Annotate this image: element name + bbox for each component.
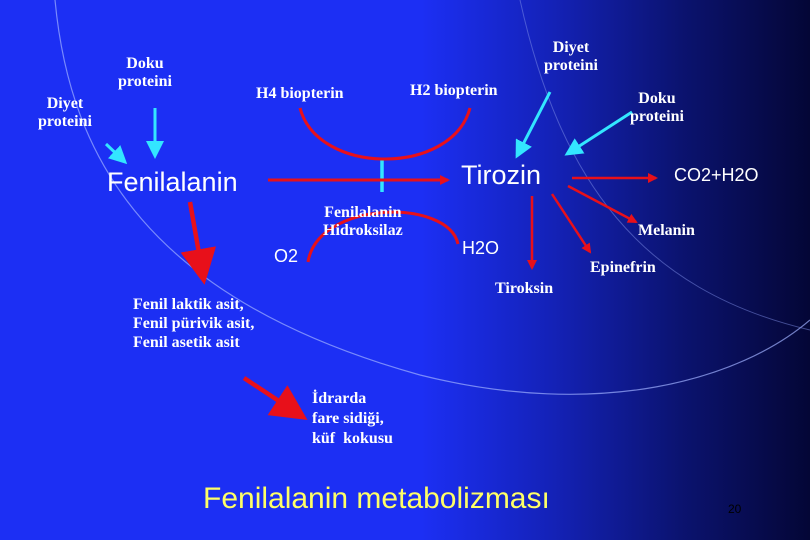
arrow-diyet-top-to-tirozin bbox=[515, 91, 552, 159]
arc-h4-to-h2-biopterin bbox=[298, 107, 472, 161]
arrow-acids-to-urine bbox=[242, 376, 308, 420]
doku-proteini-left-label: Doku proteini bbox=[118, 55, 172, 91]
diyet-proteini-left-label: Diyet proteini bbox=[38, 95, 92, 131]
tirozin-label: Tirozin bbox=[461, 160, 542, 190]
h2o-label: H2O bbox=[462, 238, 500, 258]
arrow-fenilalanin-to-acids bbox=[180, 201, 217, 285]
o2-label: O2 bbox=[274, 246, 299, 266]
arc-o2-to-h2o bbox=[306, 210, 460, 263]
h4-biopterin-label: H4 biopterin bbox=[256, 85, 344, 102]
decorative-curve-right bbox=[519, 0, 810, 331]
slide-title: Fenilalanin metabolizması bbox=[203, 482, 550, 515]
urine-findings-label: İdrarda fare sidiği, küf kokusu bbox=[312, 390, 393, 447]
arrow-tirozin-to-epinefrin bbox=[550, 193, 592, 254]
arrow-tirozin-to-melanin bbox=[567, 184, 638, 224]
diyet-proteini-top-label: Diyet proteini bbox=[544, 39, 598, 75]
fenilalanin-label: Fenilalanin bbox=[107, 167, 238, 197]
acids-label: Fenil laktik asit, Fenil pürivik asit, F… bbox=[133, 296, 255, 352]
melanin-label: Melanin bbox=[638, 222, 695, 239]
tiroksin-label: Tiroksin bbox=[495, 280, 554, 297]
page-number: 20 bbox=[728, 502, 742, 516]
co2-h2o-label: CO2+H2O bbox=[674, 165, 759, 185]
epinefrin-label: Epinefrin bbox=[590, 259, 656, 276]
doku-proteini-right-label: Doku proteini bbox=[630, 90, 684, 126]
decorative-curve-left bbox=[54, 0, 810, 395]
arrow-doku-right-to-tirozin bbox=[564, 110, 633, 156]
h2-biopterin-label: H2 biopterin bbox=[410, 82, 498, 99]
arrow-diyet-left-to-fenilalanin bbox=[104, 142, 128, 165]
enzyme-label: Fenilalanin Hidroksilaz bbox=[323, 204, 403, 240]
